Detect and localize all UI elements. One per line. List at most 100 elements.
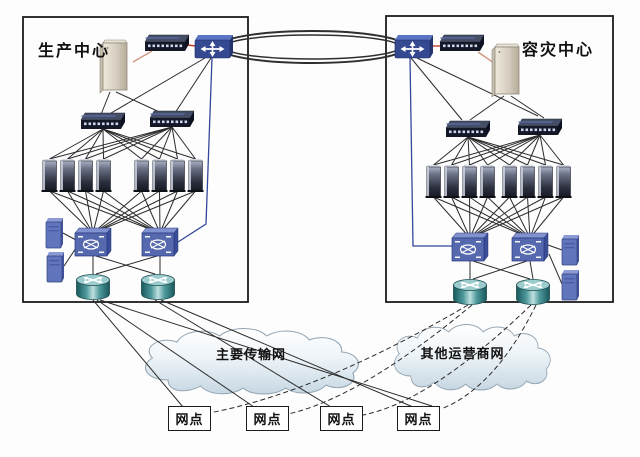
link-production-branch xyxy=(160,299,414,408)
server-icon xyxy=(59,158,76,193)
wan-router-icon xyxy=(194,34,234,59)
appliance-icon xyxy=(561,269,580,301)
mesh-connection-line xyxy=(509,196,531,239)
branch-node: 网点 xyxy=(397,406,440,431)
mesh-connection-line xyxy=(49,126,173,160)
mesh-connection-line xyxy=(451,196,471,239)
mesh-connection-line xyxy=(92,190,104,234)
mesh-connection-line xyxy=(469,196,510,239)
server-icon xyxy=(133,158,150,193)
appliance-icon xyxy=(561,234,580,266)
mesh-connection-line xyxy=(469,196,546,239)
mesh-connection-line xyxy=(159,190,161,234)
distribution-switch-icon xyxy=(80,112,126,130)
mesh-connection-line xyxy=(469,196,471,239)
mesh-connection-line xyxy=(49,128,104,160)
distribution-switch-icon xyxy=(445,120,491,138)
mesh-connection-line xyxy=(67,128,104,160)
core-switch-icon xyxy=(144,34,190,52)
mesh-connection-line xyxy=(539,134,546,166)
mesh-connection-line xyxy=(159,126,173,160)
link-dr-branch xyxy=(362,304,532,416)
connection-lines xyxy=(49,44,564,416)
mesh-connection-line xyxy=(469,196,488,239)
mesh-connection-line xyxy=(92,190,142,234)
server-icon xyxy=(41,158,58,193)
multilayer-switch-icon xyxy=(511,232,549,262)
mesh-connection-line xyxy=(467,136,564,166)
mesh-connection-line xyxy=(159,190,178,234)
storage-server-icon xyxy=(491,43,520,98)
mesh-connection-line xyxy=(49,190,161,234)
link-storage-switch xyxy=(132,50,153,63)
link-dr-branch xyxy=(440,304,537,410)
link-storage-switch xyxy=(477,51,495,64)
dr-center-label: 容灾中心 xyxy=(522,42,595,59)
mesh-connection-line xyxy=(539,134,564,166)
server-icon xyxy=(187,158,204,193)
mesh-connection-line xyxy=(527,196,531,239)
branch-node: 网点 xyxy=(246,406,289,431)
server-icon xyxy=(555,164,572,199)
link-switch-router xyxy=(186,44,197,47)
mesh-connection-line xyxy=(92,190,160,234)
core-switch-icon xyxy=(439,34,485,52)
link-router-mlswitch-blue xyxy=(177,57,213,243)
mesh-connection-line xyxy=(433,196,531,239)
multilayer-switch-icon xyxy=(451,232,489,262)
branch-node: 网点 xyxy=(320,406,363,431)
mesh-connection-line xyxy=(102,128,178,160)
wan-router-icon xyxy=(394,34,434,59)
mesh-connection-line xyxy=(141,190,161,234)
mesh-connection-line xyxy=(469,196,564,239)
server-icon xyxy=(443,164,460,199)
server-icon xyxy=(77,158,94,193)
mesh-connection-line xyxy=(102,128,142,160)
mesh-connection-line xyxy=(467,136,488,166)
access-router-icon xyxy=(515,278,551,306)
appliance-icon xyxy=(45,217,64,249)
server-icon xyxy=(501,164,518,199)
server-icon xyxy=(479,164,496,199)
server-icon xyxy=(169,158,186,193)
branch-label: 网点 xyxy=(253,412,282,427)
link-production-branch xyxy=(92,299,184,408)
mesh-connection-line xyxy=(171,126,196,160)
server-icon xyxy=(519,164,536,199)
mesh-connection-line xyxy=(102,128,104,160)
branch-label: 网点 xyxy=(327,412,356,427)
branch-node: 网点 xyxy=(168,406,211,431)
mesh-connection-line xyxy=(141,126,173,160)
link-router-mlswitch-blue xyxy=(409,57,452,247)
mesh-connection-line xyxy=(171,126,178,160)
link-dr-branch xyxy=(208,304,469,414)
mesh-connection-line xyxy=(469,196,528,239)
access-router-icon xyxy=(452,278,488,306)
mesh-connection-line xyxy=(433,136,469,166)
mesh-connection-line xyxy=(509,134,541,166)
server-icon xyxy=(537,164,554,199)
mesh-connection-line xyxy=(103,190,161,234)
mesh-connection-line xyxy=(67,190,161,234)
mesh-connection-line xyxy=(102,128,196,160)
mesh-connection-line xyxy=(49,190,94,234)
mesh-connection-line xyxy=(467,136,510,166)
mesh-connection-line xyxy=(92,190,178,234)
mesh-connection-line xyxy=(467,136,546,166)
link-production-branch xyxy=(96,299,255,408)
access-router-icon xyxy=(75,273,111,301)
production-center-label: 生产中心 xyxy=(38,43,111,60)
mesh-connection-line xyxy=(469,196,531,239)
mesh-connection-line xyxy=(467,136,528,166)
mesh-connection-line xyxy=(85,128,104,160)
server-icon xyxy=(425,164,442,199)
mesh-connection-line xyxy=(102,128,160,160)
server-icon xyxy=(95,158,112,193)
mesh-connection-line xyxy=(92,190,196,234)
mesh-connection-line xyxy=(67,190,94,234)
mesh-connection-line xyxy=(433,196,471,239)
mesh-connection-line xyxy=(451,136,469,166)
mesh-connection-line xyxy=(85,190,161,234)
